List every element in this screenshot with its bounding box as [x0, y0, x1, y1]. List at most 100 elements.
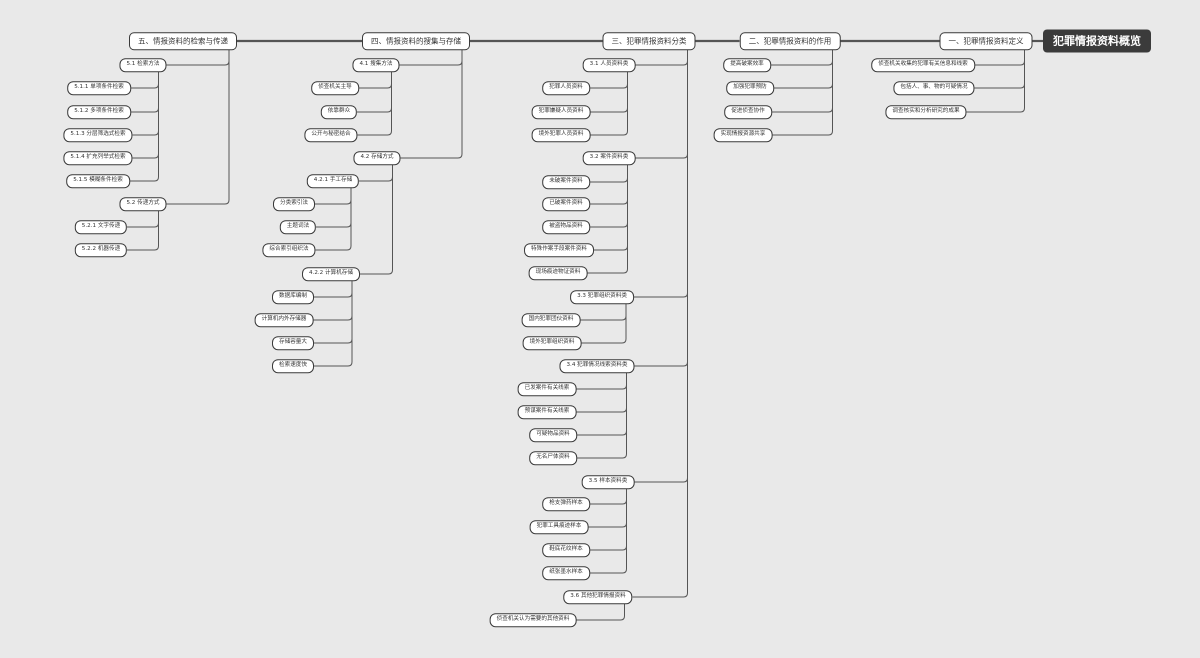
leaf-topic-b34a[interactable]: 已发案件有关线索: [517, 382, 577, 396]
branch-connector: [590, 489, 627, 551]
subtopic-b51[interactable]: 5.1 检索方法: [119, 58, 167, 72]
subtopic-b32[interactable]: 3.2 案件资料类: [582, 151, 636, 165]
branch-connector: [772, 50, 833, 113]
leaf-topic-b35a[interactable]: 枪支弹药样本: [542, 497, 590, 511]
leaf-topic-b33b[interactable]: 境外犯罪组织资料: [522, 336, 582, 350]
subtopic-b31[interactable]: 3.1 人员资料类: [582, 58, 636, 72]
leaf-topic-b51b[interactable]: 5.1.2 多项条件检索: [67, 105, 131, 119]
leaf-topic-b32a[interactable]: 未破案件资料: [542, 175, 590, 189]
branch-connector: [771, 50, 833, 66]
branch-connector: [357, 72, 392, 136]
main-topic-b4[interactable]: 四、情报资料的搜集与存储: [362, 32, 470, 50]
leaf-topic-b51a[interactable]: 5.1.1 单项条件检索: [67, 81, 131, 95]
leaf-topic-b31a[interactable]: 犯罪人员资料: [542, 81, 590, 95]
subtopic-b421[interactable]: 4.2.1 手工存储: [306, 174, 360, 188]
branch-connector: [590, 165, 628, 183]
branch-connector: [590, 72, 628, 136]
main-topic-b3[interactable]: 三、犯罪情报资料分类: [602, 32, 696, 50]
branch-connector: [588, 489, 627, 528]
leaf-topic-b32e[interactable]: 现场痕迹物证资料: [528, 266, 588, 280]
subtopic-b422[interactable]: 4.2.2 计算机存储: [302, 267, 360, 281]
branch-connector: [577, 373, 627, 459]
subtopic-b33[interactable]: 3.3 犯罪组织资料类: [570, 290, 634, 304]
leaf-topic-b41c[interactable]: 公开与秘密结合: [304, 128, 358, 142]
branch-connector: [634, 50, 688, 298]
main-topic-b2[interactable]: 二、犯罪情报资料的作用: [739, 32, 841, 50]
branch-connector: [974, 50, 1025, 89]
leaf-topic-b32b[interactable]: 已破案件资料: [542, 197, 590, 211]
leaf-topic-b41a[interactable]: 侦查机关主导: [311, 81, 359, 95]
leaf-topic-b35d[interactable]: 纸张墨水样本: [542, 566, 590, 580]
leaf-topic-b1l3[interactable]: 调查核实和分析研究的成果: [885, 105, 967, 119]
subtopic-b36[interactable]: 3.6 其他犯罪情报资料: [563, 590, 633, 604]
subtopic-b41[interactable]: 4.1 搜集方法: [352, 58, 400, 72]
leaf-topic-b35b[interactable]: 犯罪工具痕迹样本: [529, 520, 589, 534]
leaf-topic-b2l2[interactable]: 加强犯罪预防: [726, 81, 774, 95]
leaf-topic-b52a[interactable]: 5.2.1 文字传递: [74, 220, 128, 234]
branch-connector: [357, 72, 392, 113]
branch-connector: [400, 50, 463, 159]
leaf-topic-b422b[interactable]: 计算机内外存储器: [254, 313, 314, 327]
subtopic-b35[interactable]: 3.5 样本资料类: [581, 475, 635, 489]
leaf-topic-b1l1[interactable]: 侦查机关收集的犯罪有关信息和线索: [871, 58, 975, 72]
subtopic-b34[interactable]: 3.4 犯罪情况线索资料类: [559, 359, 635, 373]
branch-connector: [590, 489, 627, 505]
leaf-topic-b34c[interactable]: 可疑物品资料: [529, 428, 577, 442]
branch-connector: [635, 50, 688, 66]
leaf-topic-b2l3[interactable]: 促进侦查协作: [724, 105, 772, 119]
leaf-topic-b32d[interactable]: 特殊作案手段案件资料: [524, 243, 594, 257]
branch-connector: [315, 188, 352, 251]
leaf-topic-b1l2[interactable]: 包括人、事、物的可疑情况: [893, 81, 975, 95]
main-topic-b5[interactable]: 五、情报资料的检索与传递: [129, 32, 237, 50]
leaf-topic-b41b[interactable]: 依靠群众: [320, 105, 358, 119]
branch-connector: [127, 211, 159, 251]
leaf-topic-b422c[interactable]: 存储容量大: [272, 336, 314, 350]
branch-connector: [774, 50, 833, 89]
leaf-topic-b35c[interactable]: 鞋底花纹样本: [542, 543, 590, 557]
leaf-topic-b31c[interactable]: 境外犯罪人员资料: [531, 128, 591, 142]
branch-connector: [587, 165, 628, 274]
leaf-topic-b422d[interactable]: 检索速度快: [272, 359, 314, 373]
branch-connector: [130, 72, 159, 182]
leaf-topic-b34d[interactable]: 无名尸体资料: [529, 451, 577, 465]
branch-connector: [576, 604, 625, 621]
leaf-topic-b421a[interactable]: 分类索引法: [273, 197, 315, 211]
main-topic-b1[interactable]: 一、犯罪情报资料定义: [939, 32, 1033, 50]
branch-connector: [359, 165, 393, 182]
leaf-topic-b421c[interactable]: 综合索引组织法: [262, 243, 316, 257]
leaf-topic-b36a[interactable]: 侦查机关认为需要的其他资料: [489, 613, 577, 627]
root-topic[interactable]: 犯罪情报资料概览: [1043, 29, 1151, 53]
branch-connector: [360, 165, 393, 275]
leaf-topic-b421b[interactable]: 主题词法: [279, 220, 317, 234]
branch-connector: [576, 373, 627, 390]
branch-connector: [966, 50, 1025, 113]
branch-connector: [590, 72, 628, 113]
leaf-topic-b33a[interactable]: 国内犯罪团伙资料: [521, 313, 581, 327]
branch-connector: [590, 165, 628, 228]
leaf-topic-b2l4[interactable]: 实现情报资源共享: [713, 128, 773, 142]
branch-connector: [632, 50, 688, 598]
branch-connector: [127, 211, 159, 228]
branch-connector: [590, 72, 628, 89]
branch-connector: [315, 188, 352, 205]
branch-connector: [131, 72, 159, 113]
branch-connector: [314, 281, 353, 367]
branch-connector: [581, 304, 627, 344]
branch-connector: [314, 281, 353, 344]
leaf-topic-b32c[interactable]: 被盗物品资料: [542, 220, 590, 234]
leaf-topic-b2l1[interactable]: 提高破案效率: [723, 58, 771, 72]
leaf-topic-b51e[interactable]: 5.1.5 模糊条件检索: [66, 174, 130, 188]
leaf-topic-b31b[interactable]: 犯罪嫌疑人员资料: [531, 105, 591, 119]
branch-connector: [590, 165, 628, 205]
subtopic-b42[interactable]: 4.2 存储方式: [353, 151, 401, 165]
subtopic-b52[interactable]: 5.2 传递方式: [119, 197, 167, 211]
branch-connector: [634, 50, 688, 367]
leaf-topic-b51d[interactable]: 5.1.4 扩充列举式检索: [63, 151, 133, 165]
leaf-topic-b51c[interactable]: 5.1.3 分层筛选式检索: [63, 128, 133, 142]
branch-connector: [580, 304, 627, 321]
leaf-topic-b34b[interactable]: 预谋案件有关线索: [517, 405, 577, 419]
leaf-topic-b422a[interactable]: 数据库编制: [272, 290, 314, 304]
leaf-topic-b52b[interactable]: 5.2.2 机器传递: [74, 243, 128, 257]
branch-connector: [634, 50, 688, 483]
branch-connector: [313, 281, 353, 321]
